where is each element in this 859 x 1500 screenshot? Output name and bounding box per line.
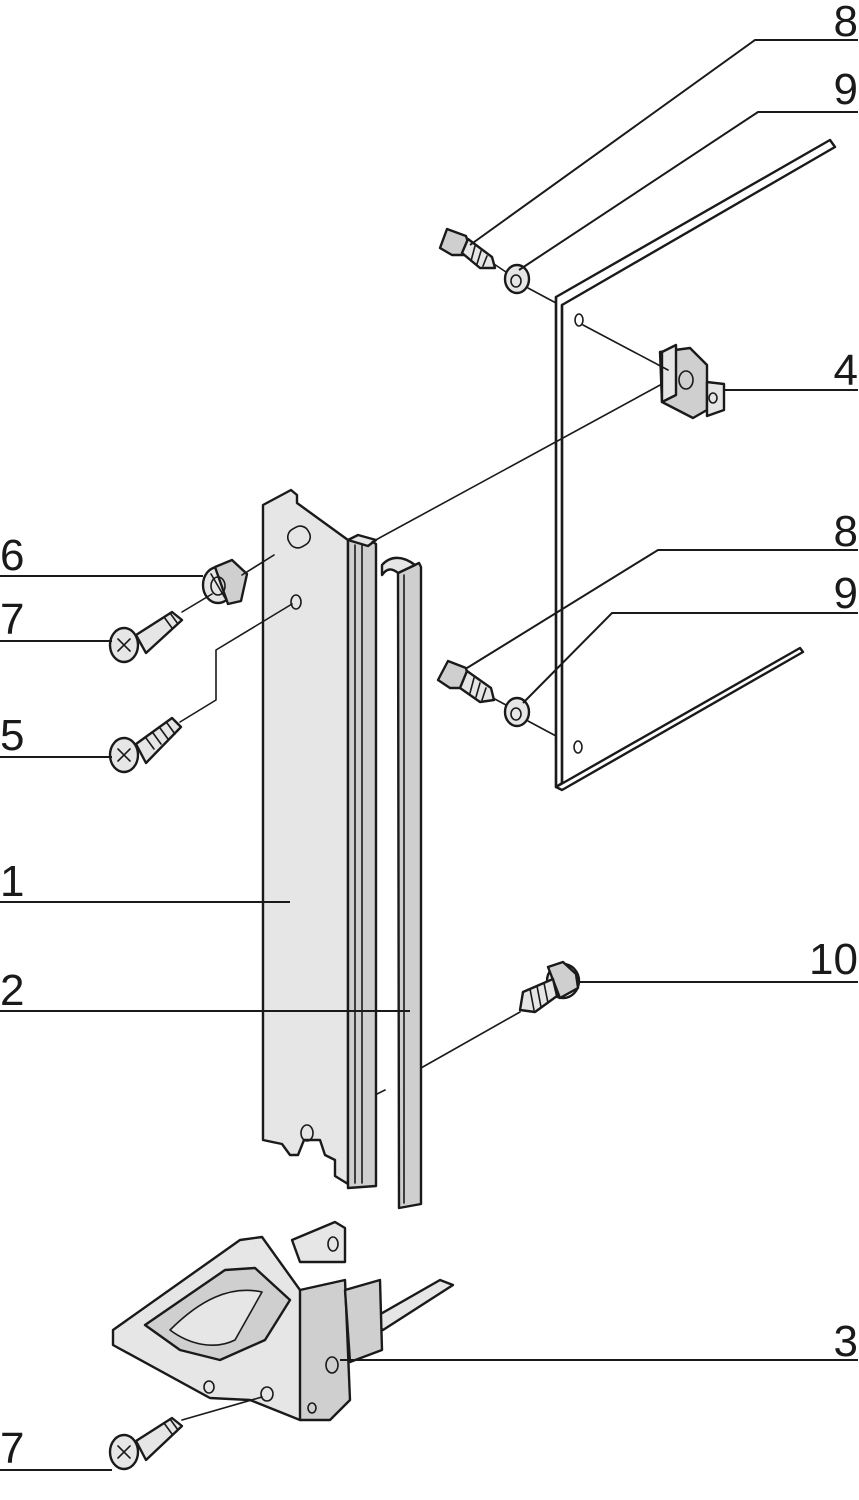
callout-3: 3 (834, 1317, 858, 1366)
washer-9-mid (503, 696, 531, 728)
callout-leaders (0, 39, 858, 1471)
panel-hole-top (574, 313, 584, 327)
callout-9-top: 9 (834, 65, 858, 114)
callout-9-mid: 9 (834, 569, 858, 618)
callout-5: 5 (0, 711, 24, 760)
callout-8-top: 8 (834, 0, 858, 46)
nut-block-4 (658, 343, 726, 420)
screw-7-bottom (108, 1416, 184, 1471)
screw-5 (108, 716, 183, 774)
callout-1: 1 (0, 857, 24, 906)
panel-hole-bottom (573, 740, 583, 754)
callout-4: 4 (834, 346, 858, 395)
callout-8-mid: 8 (834, 507, 858, 556)
callout-10: 10 (809, 935, 858, 984)
callout-6: 6 (0, 531, 24, 580)
callout-2: 2 (0, 966, 24, 1015)
screw-10 (518, 960, 581, 1014)
callout-7-top: 7 (0, 595, 24, 644)
screw-8-mid (436, 659, 496, 704)
handle-3 (111, 1220, 455, 1422)
cam-nut-6 (201, 558, 249, 606)
screw-8-top (438, 227, 497, 270)
strip-2 (380, 556, 423, 1210)
front-panel (554, 138, 837, 792)
washer-9-top (503, 263, 531, 295)
callout-7-bottom: 7 (0, 1424, 24, 1473)
profile-rail-1 (261, 488, 378, 1190)
screw-7-top (108, 610, 184, 664)
